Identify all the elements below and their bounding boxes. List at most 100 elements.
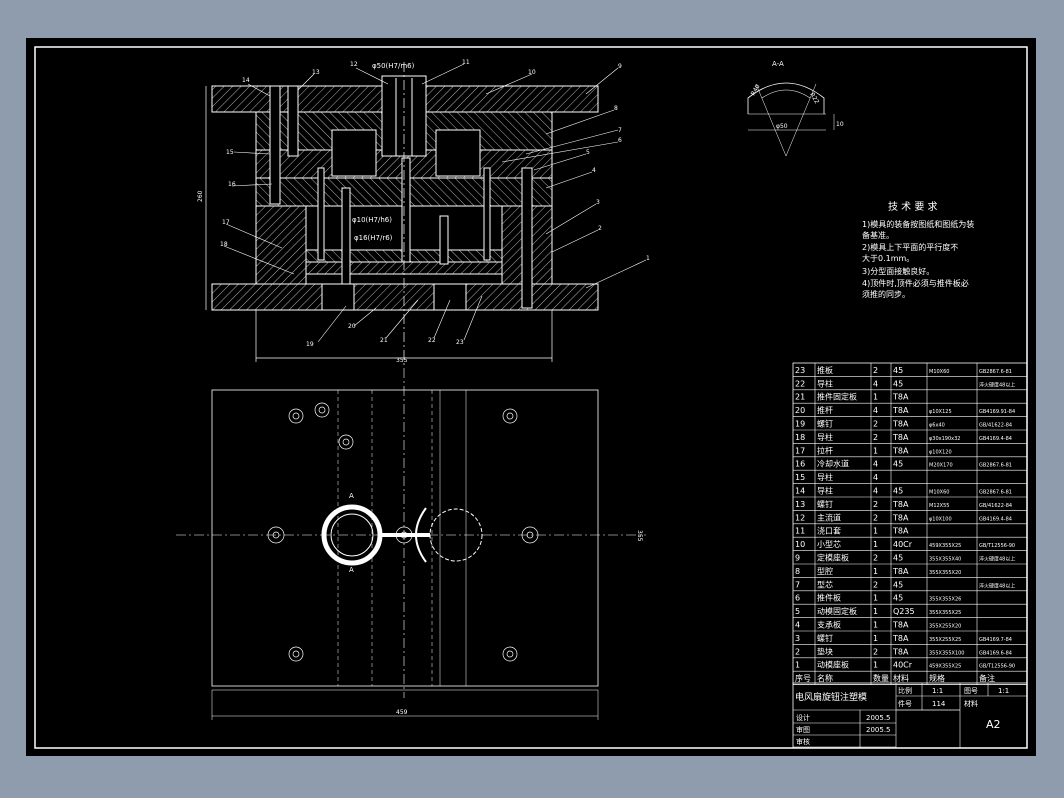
mold-assembly-drawing: 14 13 12 φ50(H7/m6) 11 10 9 8 7 6 5 4 3 … — [34, 46, 1028, 749]
bom-cell-std: GB/T12556-90 — [979, 664, 1015, 670]
bom-cell-mat: 40Cr — [893, 540, 913, 549]
bom-cell-name: 推板 — [817, 365, 833, 375]
bom-cell-no: 14 — [795, 487, 805, 496]
bom-cell-name: 推件固定板 — [817, 392, 857, 402]
bottom-clamp-plate — [211, 283, 599, 311]
balloon-9: 9 — [618, 63, 622, 70]
bom-cell-qty: 1 — [873, 527, 878, 536]
bom-cell-mat: 材料 — [893, 673, 909, 683]
bom-cell-name: 导柱 — [817, 432, 833, 442]
fit-label-return: φ16(H7/r6) — [354, 234, 393, 242]
balloon-19: 19 — [306, 341, 314, 348]
bom-cell-std: 淬火硬度48以上 — [979, 582, 1015, 589]
bom-cell-qty: 1 — [873, 607, 878, 616]
bom-cell-no: 5 — [795, 607, 800, 616]
bom-cell-name: 支承板 — [817, 620, 841, 630]
bom-cell-qty: 2 — [873, 420, 878, 429]
scale-value: 1:1 — [932, 687, 943, 695]
bom-cell-spec: 355X355X25 — [929, 610, 961, 616]
bom-cell-no: 9 — [795, 554, 800, 563]
notes-line-7: 须推的同步。 — [862, 289, 910, 299]
bom-cell-no: 16 — [795, 460, 805, 469]
bom-cell-no: 20 — [795, 406, 805, 415]
bom-cell-mat: 45 — [893, 379, 903, 388]
bom-cell-spec: 355X355X26 — [929, 597, 961, 603]
qty-label: 件号 — [898, 699, 912, 708]
bom-cell-no: 22 — [795, 379, 805, 388]
bom-cell-name: 浇口套 — [817, 526, 841, 536]
bom-cell-no: 19 — [795, 420, 805, 429]
balloon-2: 2 — [598, 225, 602, 232]
dim-height: 260 — [197, 190, 204, 202]
balloon-7: 7 — [618, 127, 622, 134]
balloon-14: 14 — [242, 77, 250, 84]
core-left — [331, 129, 377, 177]
bom-cell-qty: 2 — [873, 500, 878, 509]
title-block: 电风扇旋钮注塑模 比例 1:1 图号 1:1 件号 114 材料 设计 2005… — [792, 682, 1028, 749]
review-label: 审图 — [796, 725, 810, 734]
bom-cell-name: 导柱 — [817, 378, 833, 388]
bom-cell-spec: M12X55 — [929, 503, 949, 509]
cad-viewport[interactable]: 14 13 12 φ50(H7/m6) 11 10 9 8 7 6 5 4 3 … — [26, 38, 1036, 756]
bom-cell-mat: T8A — [892, 393, 909, 402]
technical-notes: 技 术 要 求 1)模具的装备按图纸和图纸为装 备基准。 2)模具上下平面的平行… — [862, 200, 974, 299]
balloon-8: 8 — [614, 105, 618, 112]
balloon-17: 17 — [222, 219, 230, 226]
balloon-15: 15 — [226, 149, 234, 156]
bom-cell-qty: 2 — [873, 366, 878, 375]
bom-cell-std: 备注 — [979, 673, 995, 683]
bom-cell-no: 11 — [795, 527, 805, 536]
balloon-21: 21 — [380, 337, 388, 344]
balloon-13: 13 — [312, 69, 320, 76]
notes-title: 技 术 要 求 — [888, 200, 938, 213]
bom-cell-no: 15 — [795, 473, 805, 482]
bom-cell-name: 拉杆 — [817, 445, 833, 455]
bom-cell-spec: φ6x40 — [929, 423, 945, 429]
balloon-5: 5 — [586, 149, 590, 156]
bom-cell-spec: 规格 — [929, 673, 945, 683]
notes-line-6: 4)顶件时,顶件必须与推件板必 — [862, 278, 969, 288]
plan-outline — [211, 389, 599, 687]
balloon-10: 10 — [528, 69, 536, 76]
bom-cell-name: 导柱 — [817, 472, 833, 482]
bom-cell-spec: M10X60 — [929, 369, 949, 375]
bom-cell-mat: 45 — [893, 487, 903, 496]
bom-cell-no: 17 — [795, 446, 805, 455]
bom-cell-no: 12 — [795, 513, 805, 522]
sheet-label: 图号 — [964, 687, 978, 695]
bom-cell-mat: T8A — [892, 406, 909, 415]
bom-cell-name: 动模座板 — [817, 660, 849, 670]
bom-cell-qty: 数量 — [873, 673, 889, 683]
bom-cell-std: GB/41622-84 — [979, 423, 1012, 429]
bom-cell-qty: 4 — [873, 473, 878, 482]
detail-dim-10: 10 — [836, 121, 844, 128]
bom-cell-qty: 1 — [873, 594, 878, 603]
spacer-block-left — [255, 205, 307, 285]
bom-cell-mat: T8A — [892, 567, 909, 576]
bom-cell-name: 推件板 — [817, 593, 841, 603]
bom-cell-mat: T8A — [892, 647, 909, 656]
bom-cell-name: 主流道 — [817, 512, 841, 522]
notes-line-5: 3)分型面接触良好。 — [862, 266, 934, 276]
bom-cell-std: GB4169.4-84 — [979, 436, 1012, 442]
bom-cell-std: GB4169.6-84 — [979, 650, 1012, 656]
balloon-16: 16 — [228, 181, 236, 188]
bom-cell-qty: 1 — [873, 393, 878, 402]
bom-cell-std: GB4169.4-84 — [979, 516, 1012, 522]
bom-cell-no: 13 — [795, 500, 805, 509]
bom-cell-std: GB2867.6-81 — [979, 369, 1012, 375]
bom-cell-name: 螺钉 — [817, 419, 833, 429]
